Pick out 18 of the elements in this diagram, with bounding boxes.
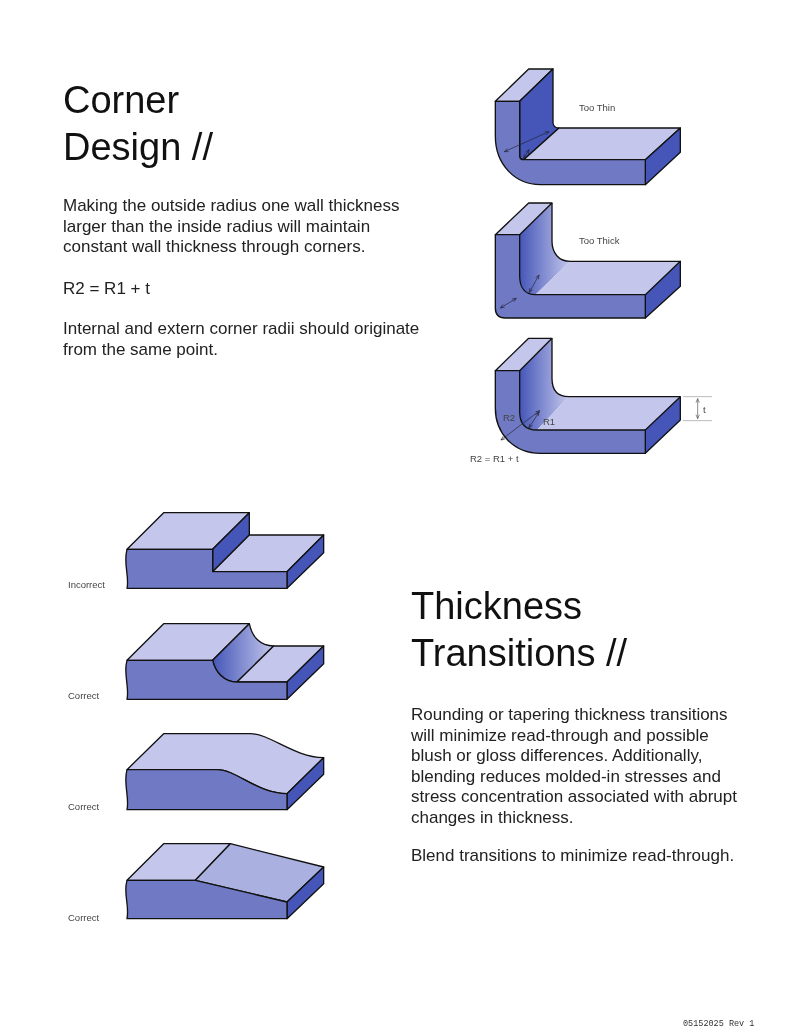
figure-label: Too Thin	[579, 102, 616, 113]
dimension-label: t	[703, 404, 706, 415]
figure-label: Correct	[68, 690, 100, 701]
formula-text: R2 = R1 + t	[63, 279, 150, 300]
revision-code: 05152025 Rev 1	[683, 1019, 755, 1029]
formula-label: R2 = R1 + t	[470, 453, 519, 464]
dimension-label: R2	[503, 412, 516, 423]
body-text: Blend transitions to minimize read-through.	[411, 846, 736, 867]
body-text: Internal and extern corner radii should originate from the same point.	[63, 319, 421, 360]
figure-label: Correct	[68, 912, 100, 923]
figure-label: Incorrect	[68, 579, 105, 590]
body-text: Making the outside radius one wall thickness larger than the inside radius will maintain constant wall thickness through corners.	[63, 196, 401, 258]
body-text: Rounding or tapering thickness transitions will minimize read-through and possible blush or gloss differences. Additionally, blending reduces molded-in stresses and stress concentration associated with abrupt changes in thickness.	[411, 705, 738, 828]
section-heading: Corner Design //	[63, 78, 214, 170]
section-heading: Thickness Transitions //	[411, 584, 629, 676]
figure-label: Too Thick	[579, 235, 620, 246]
figure-label: Correct	[68, 801, 100, 812]
dimension-label: R1	[543, 416, 556, 427]
